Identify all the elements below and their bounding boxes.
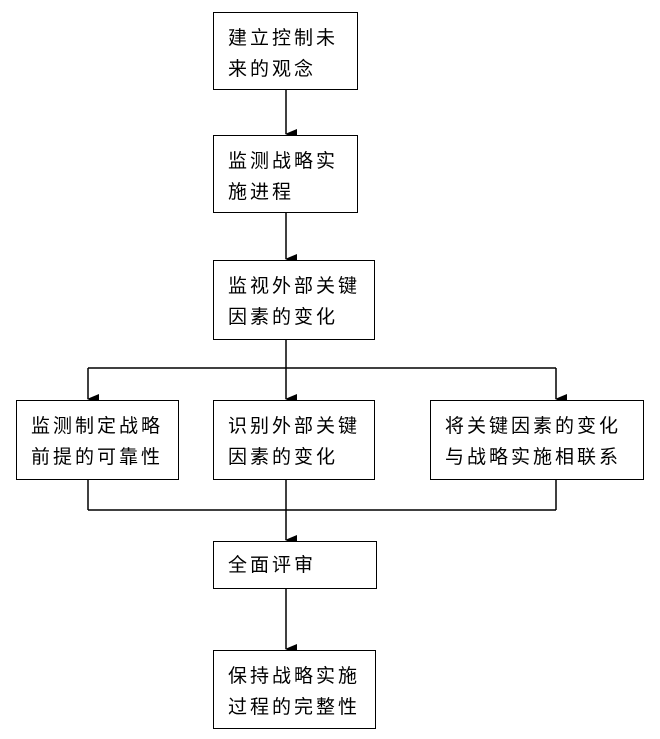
- node-text-line: 识别外部关键: [228, 415, 361, 437]
- node-text-line: 因素的变化: [228, 446, 339, 468]
- node-text-line: 建立控制未: [228, 27, 339, 49]
- node-establish-control-concept: 建立控制未 来的观念: [213, 12, 358, 90]
- node-text-line: 监视外部关键: [228, 275, 361, 297]
- node-identify-external-factor-changes: 识别外部关键 因素的变化: [213, 400, 375, 480]
- node-text-line: 保持战略实施: [228, 665, 361, 687]
- node-monitor-premise-reliability: 监测制定战略 前提的可靠性: [16, 400, 179, 480]
- node-monitor-external-key-factors: 监视外部关键 因素的变化: [213, 260, 375, 340]
- node-text-line: 将关键因素的变化: [445, 415, 622, 437]
- node-text-line: 监测制定战略: [31, 415, 164, 437]
- node-text-line: 前提的可靠性: [31, 446, 164, 468]
- node-text-line: 施进程: [228, 181, 295, 203]
- node-text-line: 全面评审: [228, 554, 317, 576]
- node-text-line: 来的观念: [228, 58, 317, 80]
- node-link-changes-to-strategy: 将关键因素的变化 与战略实施相联系: [430, 400, 644, 480]
- node-text-line: 监测战略实: [228, 150, 339, 172]
- node-comprehensive-review: 全面评审: [213, 541, 377, 589]
- node-maintain-process-integrity: 保持战略实施 过程的完整性: [213, 650, 376, 729]
- node-text-line: 与战略实施相联系: [445, 446, 622, 468]
- node-text-line: 因素的变化: [228, 306, 339, 328]
- node-monitor-implementation-progress: 监测战略实 施进程: [213, 135, 358, 213]
- node-text-line: 过程的完整性: [228, 696, 361, 718]
